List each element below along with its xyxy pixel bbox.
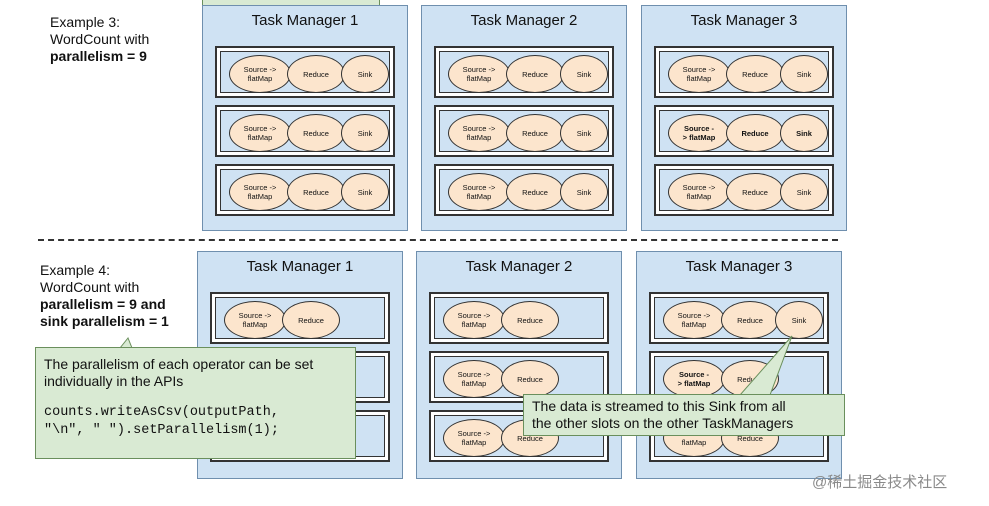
dashed-divider (38, 239, 838, 241)
api-callout-line2: individually in the APIs (44, 373, 184, 389)
ex3-task-manager-3: Task Manager 3 Source ->flatMap Reduce S… (641, 5, 847, 231)
ex3-tm3-slot-2: Source -> flatMap Reduce Sink (654, 105, 834, 157)
sink-operator: Sink (341, 114, 389, 152)
sink-callout-pointer (738, 335, 793, 396)
sink-operator: Sink (341, 173, 389, 211)
sink-operator: Sink (780, 114, 828, 152)
ex3-task-manager-1: Task Manager 1 Source ->flatMap Reduce S… (202, 5, 408, 231)
ex4-tm1-slot-1: Source ->flatMap Reduce (210, 292, 390, 344)
sink-operator: Sink (780, 55, 828, 93)
api-callout-line1: The parallelism of each operator can be … (44, 356, 314, 372)
example-4-label: Example 4: WordCount with parallelism = … (40, 262, 169, 330)
ex4-tm3-title: Task Manager 3 (685, 258, 793, 275)
source-flatmap-operator: Source ->flatMap (448, 173, 510, 211)
reduce-operator: Reduce (287, 114, 345, 152)
api-callout-code-line1: counts.writeAsCsv(outputPath, (44, 405, 279, 420)
example-3-line3: parallelism = 9 (50, 48, 147, 64)
ex3-tm3-slot-3: Source ->flatMap Reduce Sink (654, 164, 834, 216)
sink-operator: Sink (560, 114, 608, 152)
ex3-tm1-title: Task Manager 1 (251, 12, 359, 29)
source-flatmap-operator: Source ->flatMap (229, 55, 291, 93)
sink-callout-line1: The data is streamed to this Sink from a… (532, 398, 786, 414)
ex4-tm3-slot-1: Source ->flatMap Reduce Sink (649, 292, 829, 344)
example-4-line2: WordCount with (40, 279, 140, 295)
source-flatmap-operator: Source ->flatMap (448, 114, 510, 152)
ex4-tm2-slot-2: Source ->flatMap Reduce (429, 351, 609, 403)
reduce-operator: Reduce (501, 301, 559, 339)
source-flatmap-operator: Source ->flatMap (448, 55, 510, 93)
api-parallelism-callout: The parallelism of each operator can be … (35, 347, 356, 459)
sink-operator: Sink (560, 173, 608, 211)
source-flatmap-operator: Source ->flatMap (668, 55, 730, 93)
reduce-operator: Reduce (506, 173, 564, 211)
ex3-tm1-slot-2: Source ->flatMap Reduce Sink (215, 105, 395, 157)
ex3-tm2-slot-1: Source ->flatMap Reduce Sink (434, 46, 614, 98)
ex3-tm2-slot-2: Source ->flatMap Reduce Sink (434, 105, 614, 157)
source-flatmap-operator: Source ->flatMap (229, 173, 291, 211)
sink-operator: Sink (775, 301, 823, 339)
sink-operator: Sink (560, 55, 608, 93)
ex3-tm3-slot-1: Source ->flatMap Reduce Sink (654, 46, 834, 98)
example-4-line1: Example 4: (40, 262, 111, 278)
ex3-tm1-slot-1: Source ->flatMap Reduce Sink (215, 46, 395, 98)
sink-operator: Sink (341, 55, 389, 93)
source-flatmap-operator: Source ->flatMap (668, 173, 730, 211)
ex3-tm2-title: Task Manager 2 (470, 12, 578, 29)
sink-operator: Sink (780, 173, 828, 211)
ex3-tm3-title: Task Manager 3 (690, 12, 798, 29)
ex4-tm2-title: Task Manager 2 (465, 258, 573, 275)
reduce-operator: Reduce (501, 360, 559, 398)
example-4-line3: parallelism = 9 and (40, 296, 166, 312)
example-4-line4: sink parallelism = 1 (40, 313, 169, 329)
api-callout-code-line2: "\n", " ").setParallelism(1); (44, 423, 279, 438)
example-3-line1: Example 3: (50, 14, 121, 30)
source-flatmap-operator: Source -> flatMap (668, 114, 730, 152)
reduce-operator: Reduce (726, 55, 784, 93)
example-3-label: Example 3: WordCount with parallelism = … (50, 14, 149, 65)
reduce-operator: Reduce (506, 114, 564, 152)
source-flatmap-operator: Source ->flatMap (229, 114, 291, 152)
sink-streaming-callout: The data is streamed to this Sink from a… (523, 394, 845, 436)
ex3-tm1-slot-3: Source ->flatMap Reduce Sink (215, 164, 395, 216)
source-flatmap-operator: Source ->flatMap (443, 360, 505, 398)
ex3-tm2-slot-3: Source ->flatMap Reduce Sink (434, 164, 614, 216)
reduce-operator: Reduce (287, 55, 345, 93)
reduce-operator: Reduce (282, 301, 340, 339)
watermark-text: @稀土掘金技术社区 (812, 474, 948, 491)
source-flatmap-operator: Source ->flatMap (663, 301, 725, 339)
ex3-task-manager-2: Task Manager 2 Source ->flatMap Reduce S… (421, 5, 627, 231)
source-flatmap-operator: Source ->flatMap (224, 301, 286, 339)
ex4-tm2-slot-1: Source ->flatMap Reduce (429, 292, 609, 344)
reduce-operator: Reduce (726, 173, 784, 211)
sink-callout-line2: the other slots on the other TaskManager… (532, 415, 794, 431)
reduce-operator: Reduce (726, 114, 784, 152)
example-3-line2: WordCount with (50, 31, 150, 47)
ex4-tm1-title: Task Manager 1 (246, 258, 354, 275)
reduce-operator: Reduce (506, 55, 564, 93)
source-flatmap-operator: Source ->flatMap (443, 419, 505, 457)
